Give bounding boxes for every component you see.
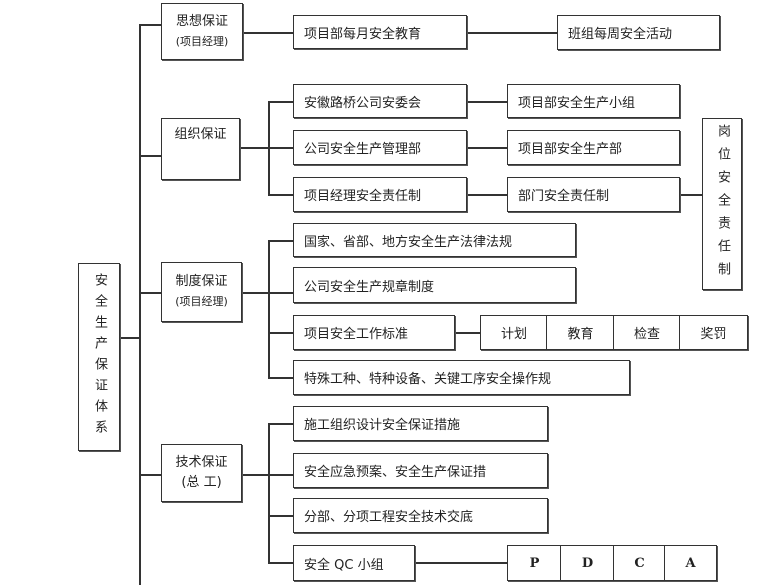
connector [467,147,507,149]
category-system: 制度保证 (项目经理) [161,262,242,322]
connector [268,377,293,379]
node: 项目部安全生产部 [507,130,680,165]
standard-cell: 计划 [480,315,548,350]
connector [268,332,293,334]
connector [139,474,161,476]
pdca-cell: C [613,545,666,581]
node: 国家、省部、地方安全生产法律法规 [293,223,576,257]
connector [268,515,293,517]
connector [242,474,293,476]
connector [119,337,139,339]
category-org: 组织保证 [161,118,240,180]
node: 施工组织设计安全保证措施 [293,406,548,441]
node: 项目安全工作标准 [293,315,455,350]
post-responsibility-box: 岗位安全责任制 [702,118,742,290]
node: 安全应急预案、安全生产保证措 [293,453,548,488]
category-title: 技术保证 [175,455,228,470]
category-tech: 技术保证 (总 工) [161,444,242,502]
connector [242,292,293,294]
pdca-cell: A [664,545,717,581]
connector [240,147,293,149]
connector [139,292,161,294]
connector [680,194,702,196]
category-title: 制度保证 [175,274,228,289]
connector [268,240,270,378]
connector [268,194,293,196]
node: 公司安全生产管理部 [293,130,467,165]
connector [467,194,507,196]
node: 安全 QC 小组 [293,545,415,581]
node: 项目部安全生产小组 [507,84,680,118]
pdca-cell: D [560,545,615,581]
category-thought: 思想保证 (项目经理) [161,3,243,60]
node: 班组每周安全活动 [557,15,720,50]
node: 项目部每月安全教育 [293,15,467,49]
category-title: 思想保证 [175,13,228,29]
pdca-cell: P [507,545,562,581]
root-box: 安全生产保证体系 [78,263,120,451]
connector [139,155,161,157]
standard-cell: 奖罚 [679,315,748,350]
standard-cell: 教育 [546,315,615,350]
node: 分部、分项工程安全技术交底 [293,498,548,533]
standard-cell: 检查 [613,315,681,350]
connector [415,562,507,564]
connector [139,24,161,26]
connector [467,101,507,103]
connector [268,101,293,103]
node: 部门安全责任制 [507,177,680,212]
node: 特殊工种、特种设备、关键工序安全操作规 [293,360,630,395]
connector [268,101,270,195]
node: 安徽路桥公司安委会 [293,84,467,118]
node: 项目经理安全责任制 [293,177,467,212]
connector [268,562,293,564]
category-sub: (总 工) [181,475,222,490]
category-sub: (项目经理) [175,34,229,48]
connector [455,332,480,334]
connector [268,423,293,425]
connector [243,32,293,34]
category-sub: (项目经理) [175,295,228,308]
connector [268,240,293,242]
node: 公司安全生产规章制度 [293,267,576,303]
trunk-line [139,24,141,585]
category-title: 组织保证 [174,127,227,142]
connector [467,32,557,34]
connector [268,423,270,563]
